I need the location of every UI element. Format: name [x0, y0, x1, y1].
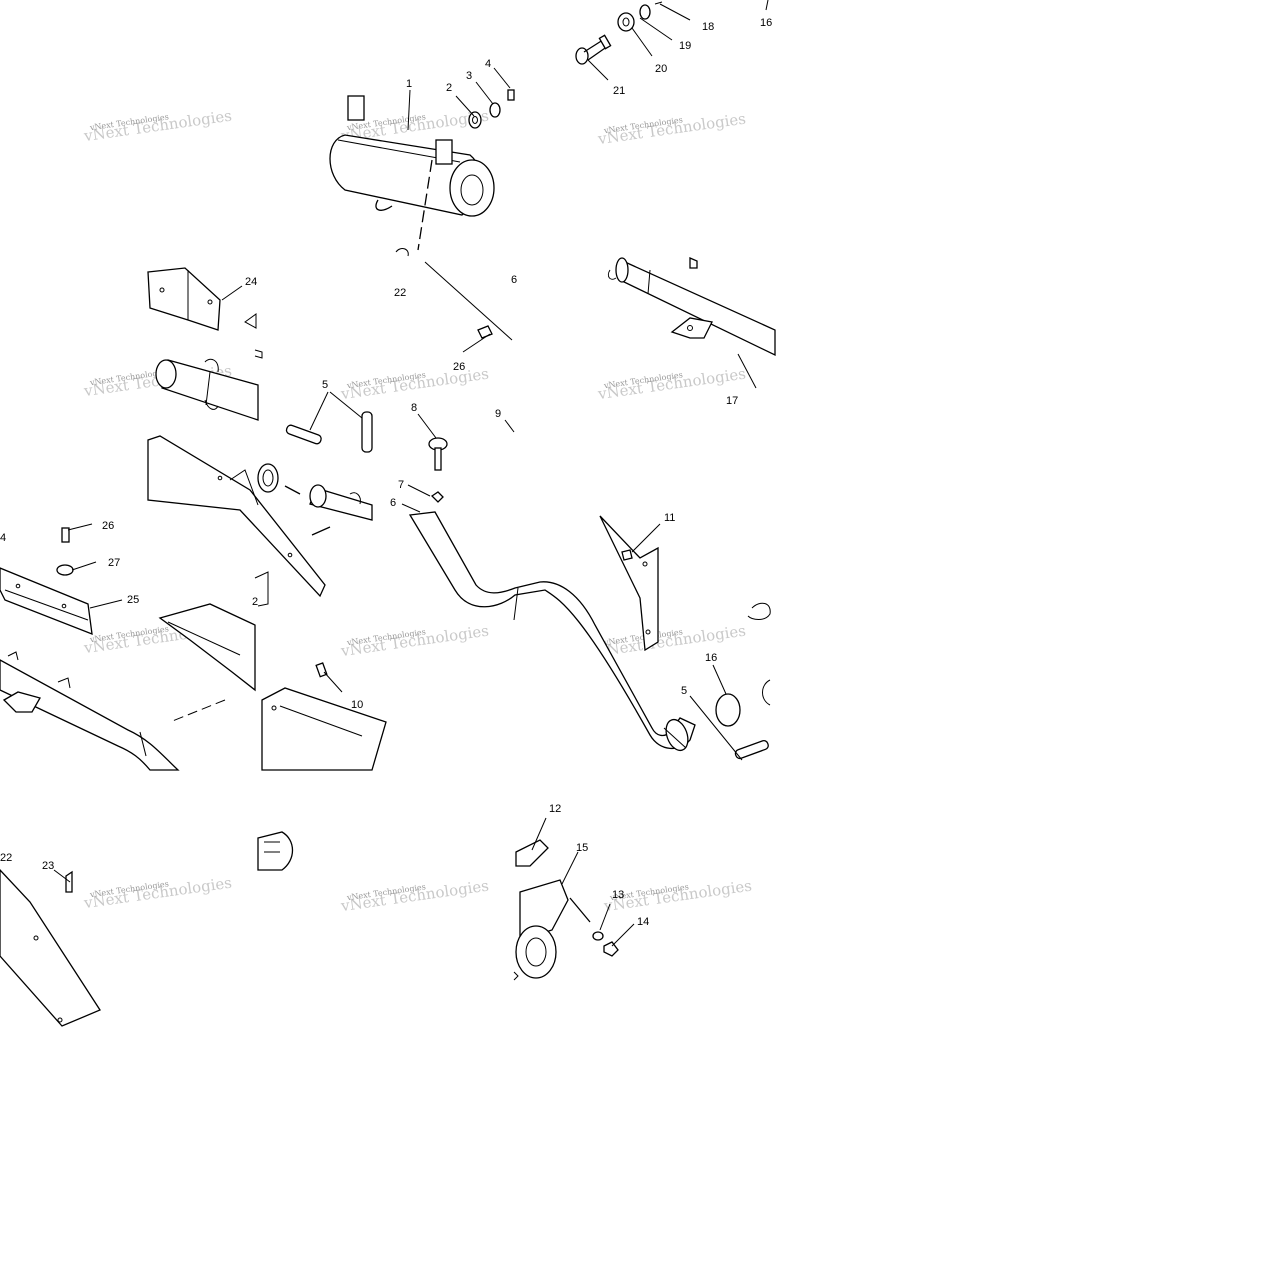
pipe-left: [155, 349, 263, 421]
bottom-plate: [169, 662, 387, 771]
callout-26b: 26: [102, 520, 114, 532]
callout-24: 24: [245, 276, 257, 288]
callout-18: 18: [702, 21, 714, 33]
springs: [285, 411, 769, 760]
callout-10: 10: [351, 699, 363, 711]
mount-bracket: [599, 515, 659, 652]
callout-3: 3: [466, 70, 472, 82]
callout-4: 4: [485, 58, 491, 70]
callout-6b: 6: [511, 274, 517, 286]
callout-7: 7: [398, 479, 404, 491]
lower-left-bracket: [0, 527, 93, 636]
callout-22b: 22: [0, 852, 12, 864]
callout-17: 17: [726, 395, 738, 407]
callout-19: 19: [679, 40, 691, 52]
pipe-lower-left: [0, 651, 180, 771]
callout-2b: 2: [252, 596, 258, 608]
callout-4b: 4: [0, 532, 6, 544]
exhaust-flange: [513, 839, 619, 981]
watermarks: vNext Technologies vNext Technologies vN…: [82, 107, 753, 916]
callout-11: 11: [664, 512, 675, 524]
grommet-right: [715, 602, 771, 727]
leader-lines: [53, 0, 769, 947]
callout-16b: 16: [760, 17, 772, 29]
callout-22: 22: [394, 287, 406, 299]
callout-25: 25: [127, 594, 139, 606]
callout-1: 1: [406, 78, 412, 90]
left-shield-long: [147, 435, 326, 598]
hardware-top-right: [575, 1, 663, 65]
callout-26: 26: [453, 361, 465, 373]
head-pipe: [408, 511, 696, 752]
callout-14: 14: [637, 916, 649, 928]
gaskets-center: [257, 463, 373, 536]
callout-20: 20: [655, 63, 667, 75]
washers-top: [468, 89, 515, 129]
callout-27: 27: [108, 557, 120, 569]
callout-9: 9: [495, 408, 501, 420]
callout-12: 12: [549, 803, 561, 815]
fasteners-center: [428, 325, 493, 503]
callout-23: 23: [42, 860, 54, 872]
tailpipe: [607, 257, 776, 357]
callout-5: 5: [322, 379, 328, 391]
lower-shield: [0, 869, 101, 1027]
pipe-end-partial: [257, 831, 294, 871]
callout-6: 6: [390, 497, 396, 509]
callout-labels: 1 2 3 4 5 6 7 8 9 10 11 16 5 17 18 19 20…: [0, 17, 772, 928]
callout-13: 13: [612, 889, 624, 901]
center-plate: [158, 571, 269, 692]
callout-15: 15: [576, 842, 588, 854]
callout-21: 21: [613, 85, 625, 97]
callout-16: 16: [705, 652, 717, 664]
callout-5b: 5: [681, 685, 687, 697]
callout-2: 2: [446, 82, 452, 94]
muffler: [329, 95, 495, 257]
callout-8: 8: [411, 402, 417, 414]
heat-shield: [147, 267, 257, 331]
